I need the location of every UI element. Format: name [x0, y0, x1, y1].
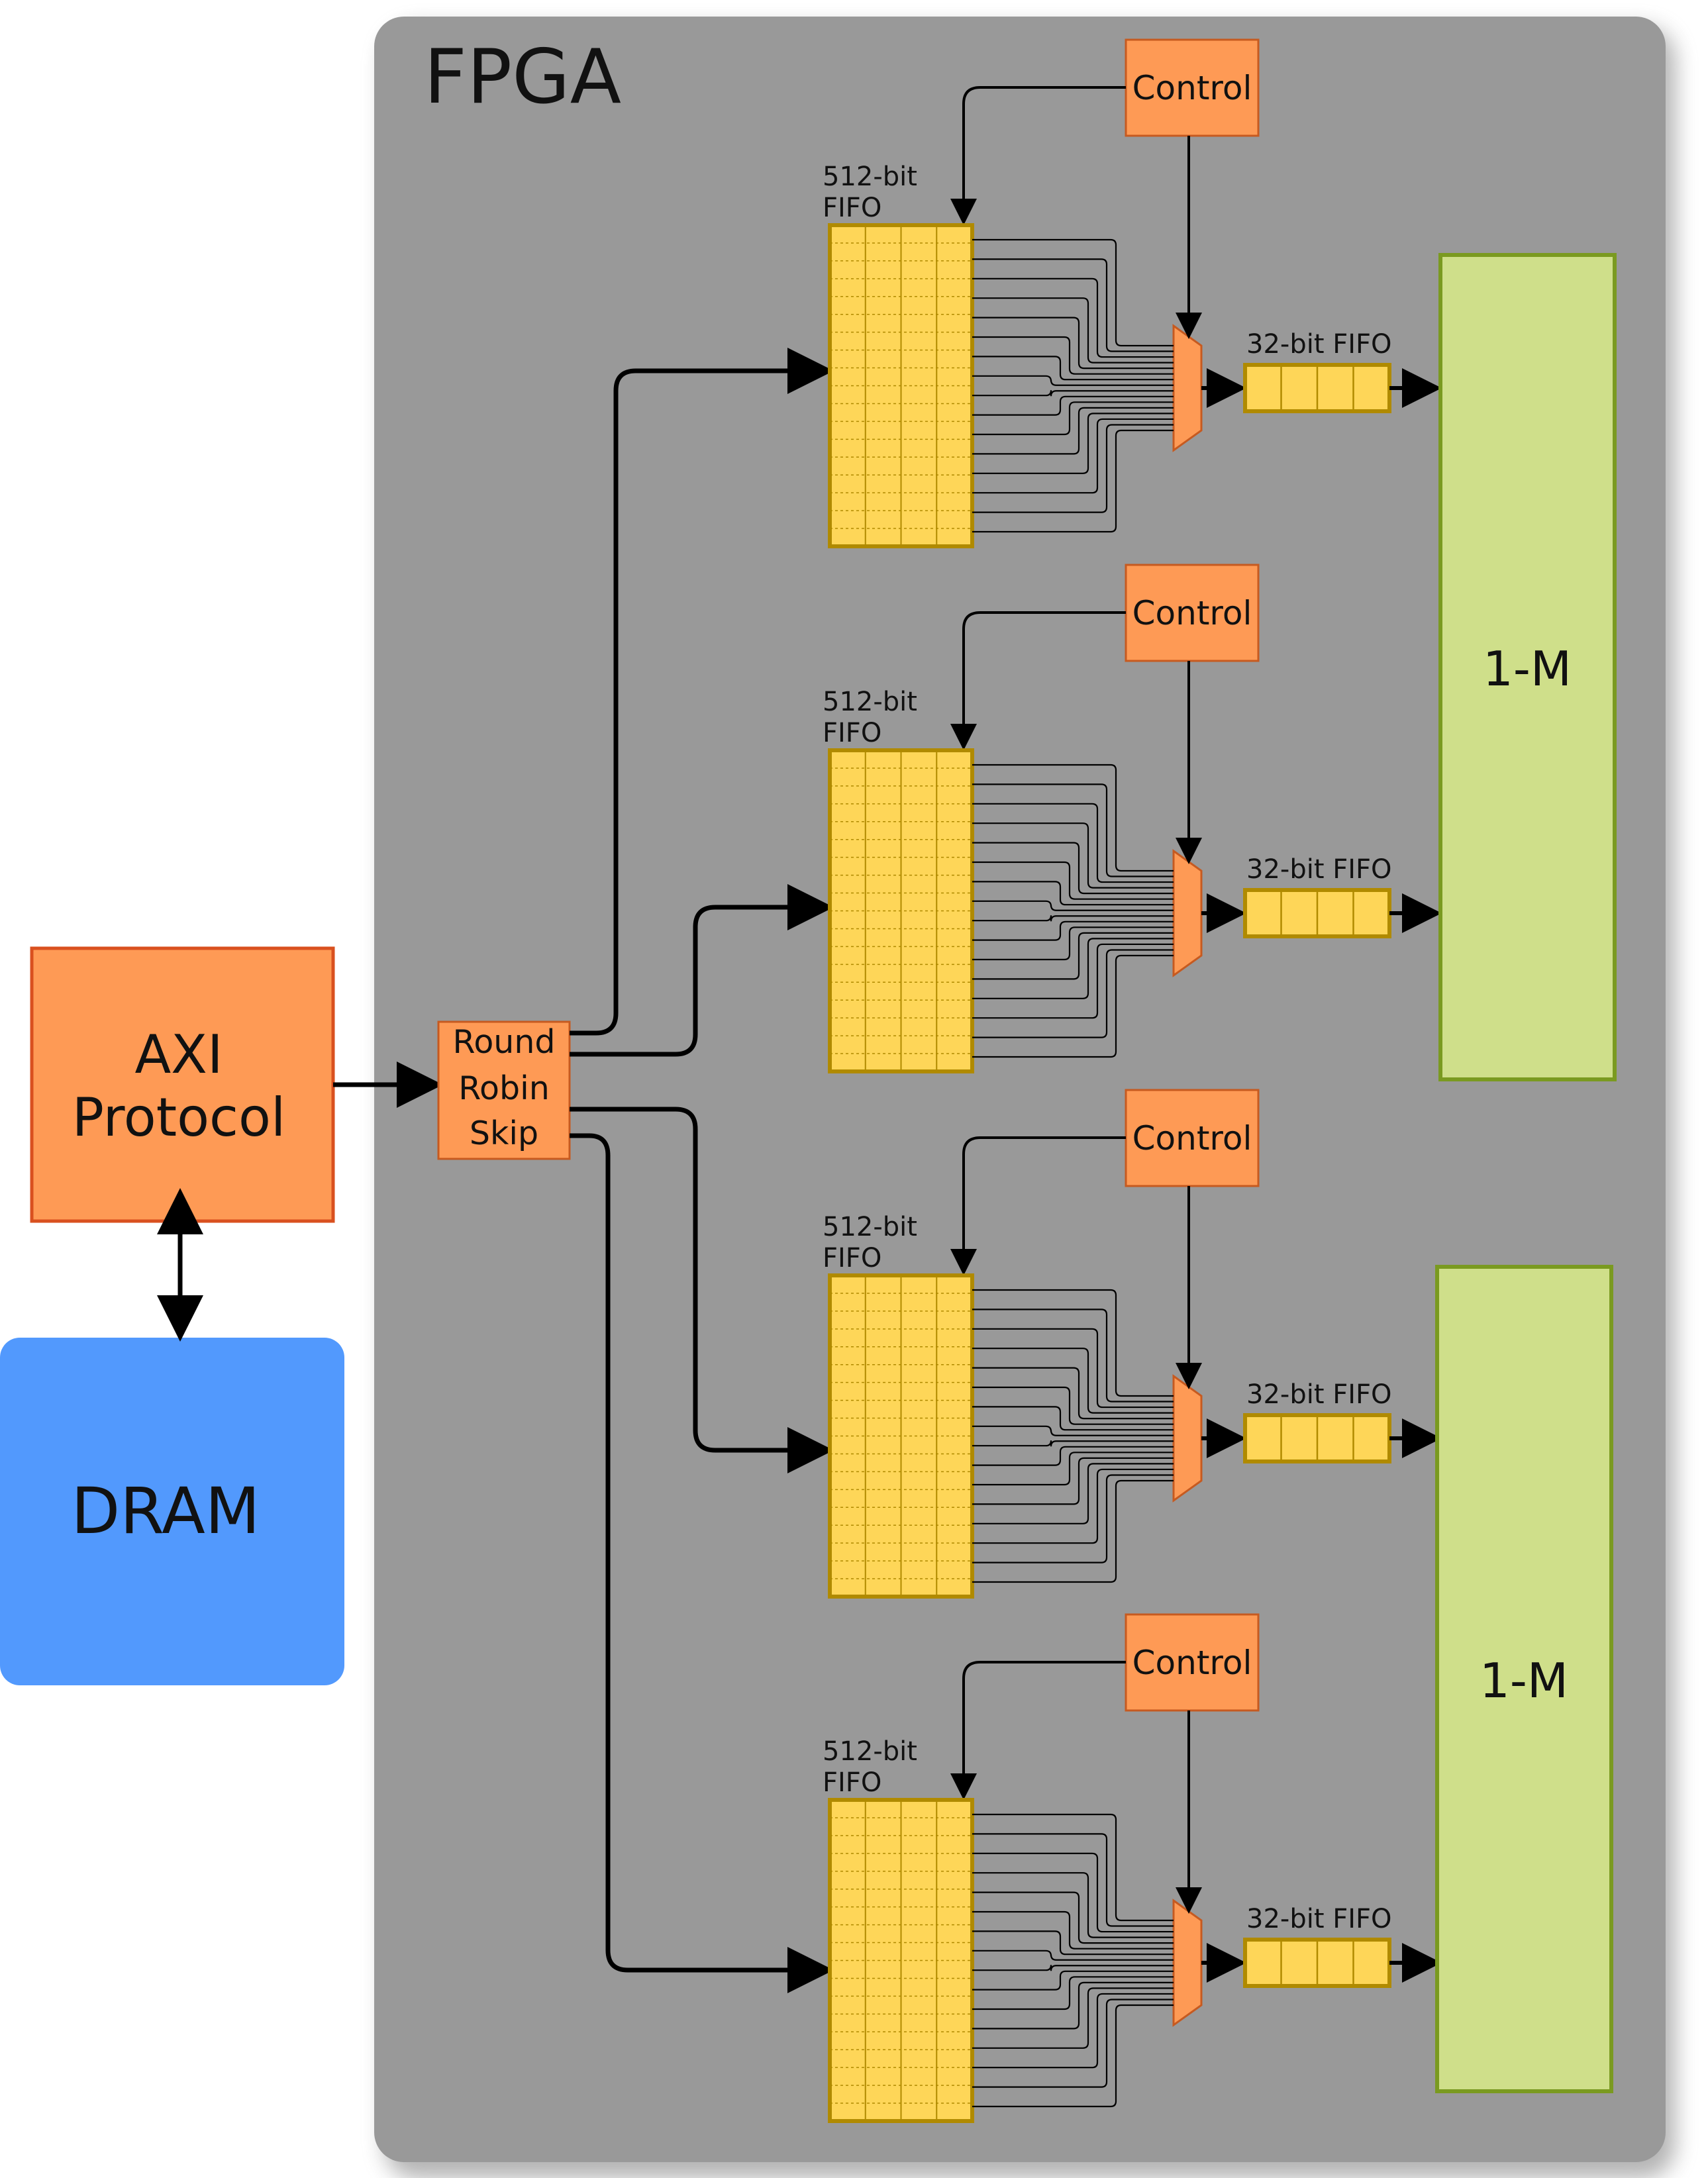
- control-label: Control: [1132, 1119, 1252, 1158]
- route-to-lane-2: [570, 884, 834, 1057]
- fifo-32bit: [1243, 888, 1391, 938]
- fifo512-label-line1: 512-bit: [823, 1212, 917, 1242]
- fifo512-label-line2: FIFO: [823, 1767, 881, 1798]
- fifo512-label-line2: FIFO: [823, 1243, 881, 1273]
- mux: [1172, 849, 1203, 977]
- fifo-32bit: [1243, 1938, 1391, 1988]
- fifo32-label: 32-bit FIFO: [1246, 854, 1392, 885]
- fifo-512bit: [828, 1798, 974, 2123]
- control-label: Control: [1132, 69, 1252, 107]
- fifo512-label-line2: FIFO: [823, 718, 881, 748]
- fifo32-label: 32-bit FIFO: [1246, 1904, 1392, 1934]
- fifo512-label-line2: FIFO: [823, 193, 881, 223]
- fifo512-label-line1: 512-bit: [823, 687, 917, 717]
- fifo512-label-line1: 512-bit: [823, 162, 917, 192]
- fifo-512bit: [828, 1273, 974, 1599]
- control-box: [1125, 1613, 1260, 1712]
- dram-block: [0, 1338, 344, 1685]
- route-to-lane-3: [570, 1107, 834, 1473]
- fifo512-label-line1: 512-bit: [823, 1736, 917, 1767]
- dram-label: DRAM: [71, 1474, 260, 1548]
- control-label: Control: [1132, 594, 1252, 632]
- mux: [1172, 324, 1203, 452]
- fifo-32bit: [1243, 363, 1391, 413]
- fifo32-label: 32-bit FIFO: [1246, 1379, 1392, 1410]
- fifo32-label: 32-bit FIFO: [1246, 329, 1392, 360]
- axi-label-line1: AXI: [134, 1024, 223, 1085]
- mux: [1172, 1899, 1203, 2027]
- mux: [1172, 1374, 1203, 1503]
- output-block-2: 1-M: [1435, 1265, 1613, 2093]
- route-to-lane-1: [570, 348, 834, 1036]
- control-to-fifo-arrow: [950, 1661, 1126, 1800]
- control-to-fifo-arrow: [950, 86, 1126, 225]
- control-to-fifo-arrow: [950, 1136, 1126, 1275]
- round-robin-label-line2: Robin: [458, 1069, 550, 1107]
- fpga-region: [374, 17, 1666, 2162]
- control-label: Control: [1132, 1644, 1252, 1682]
- route-to-lane-4: [570, 1133, 834, 1993]
- fifo-mux-wires: [972, 238, 1174, 533]
- round-robin-label-line1: Round: [452, 1023, 555, 1061]
- fifo-512bit: [828, 223, 974, 548]
- round-robin-label-line3: Skip: [470, 1114, 538, 1152]
- output-label-1: 1-M: [1483, 641, 1572, 697]
- output-label-2: 1-M: [1480, 1653, 1568, 1708]
- fifo-mux-wires: [972, 764, 1174, 1058]
- control-box: [1125, 1089, 1260, 1187]
- control-to-fifo-arrow: [950, 611, 1126, 750]
- fifo-512bit: [828, 748, 974, 1073]
- axi-label-line2: Protocol: [72, 1087, 285, 1148]
- round-robin-skip-block: Round Robin Skip: [437, 1020, 571, 1160]
- output-block-1: 1-M: [1438, 253, 1617, 1081]
- axi-protocol-block: AXI Protocol: [30, 946, 335, 1223]
- fpga-label: FPGA: [424, 33, 621, 121]
- fifo-mux-wires: [972, 1813, 1174, 2108]
- fifo-mux-wires: [972, 1289, 1174, 1583]
- fifo-32bit: [1243, 1413, 1391, 1463]
